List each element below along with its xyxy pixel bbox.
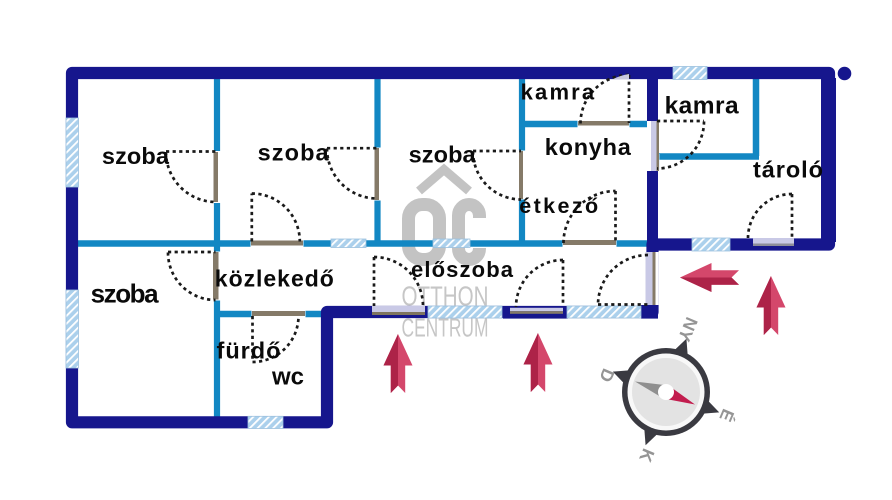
svg-text:tároló: tároló <box>753 156 823 182</box>
svg-text:kamra: kamra <box>665 93 739 120</box>
svg-text:fürdő: fürdő <box>217 338 281 364</box>
svg-text:szoba: szoba <box>409 142 477 168</box>
svg-text:szoba: szoba <box>91 279 160 309</box>
svg-text:kamra: kamra <box>521 80 595 105</box>
svg-text:előszoba: előszoba <box>411 257 514 282</box>
svg-text:wc: wc <box>271 364 304 391</box>
svg-text:konyha: konyha <box>545 134 632 160</box>
svg-text:közlekedő: közlekedő <box>215 266 334 292</box>
svg-text:szoba: szoba <box>258 140 330 166</box>
svg-text:szoba: szoba <box>102 143 170 169</box>
svg-text:étkező: étkező <box>519 194 598 218</box>
